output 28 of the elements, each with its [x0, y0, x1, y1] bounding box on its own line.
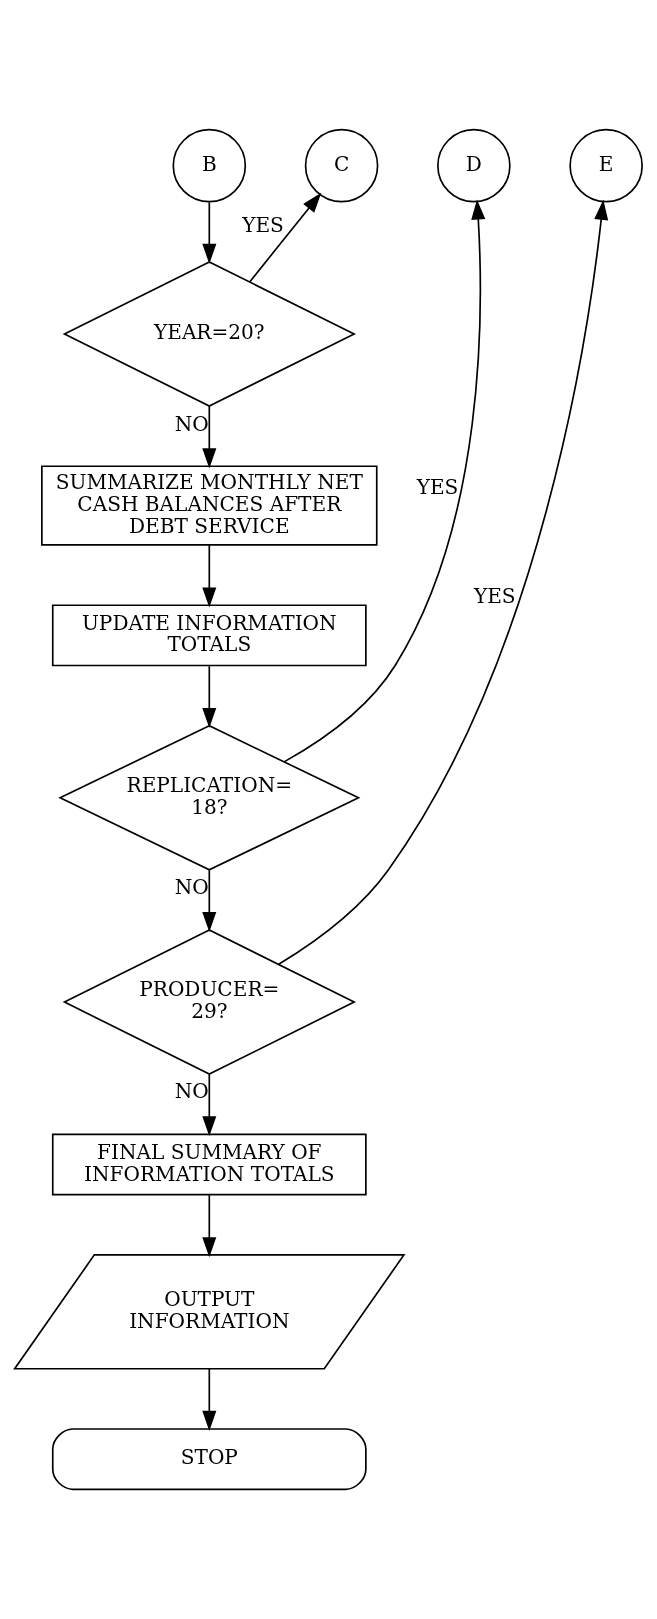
- edge-label: YES: [242, 213, 284, 238]
- node-circle: B: [172, 128, 247, 203]
- node-box: UPDATE INFORMATION TOTALS: [51, 604, 367, 667]
- edge-label: YES: [473, 584, 516, 609]
- node-box: SUMMARIZE MONTHLY NET CASH BALANCES AFTER DEBT SERVICE: [41, 465, 378, 546]
- node-diamond: YEAR=20?: [62, 261, 356, 407]
- arrow: [202, 1194, 217, 1258]
- arrow: [277, 199, 609, 966]
- node-circle: C: [304, 128, 379, 203]
- edge-label: YES: [416, 474, 459, 499]
- node-box: STOP: [51, 1428, 367, 1491]
- node-box: FINAL SUMMARY OF INFORMATION TOTALS: [51, 1133, 367, 1196]
- edge-label: NO: [174, 411, 209, 436]
- arrow: [202, 201, 217, 264]
- arrow: [202, 1367, 217, 1431]
- node-diamond: PRODUCER= 29?: [62, 929, 356, 1075]
- arrow: [202, 1073, 217, 1137]
- node-circle: D: [437, 128, 511, 203]
- node-circle: E: [569, 128, 643, 203]
- arrow: [202, 869, 217, 933]
- arrow: [202, 665, 217, 728]
- arrow: [202, 405, 217, 469]
- arrow: [202, 544, 217, 608]
- edge-label: NO: [174, 875, 209, 900]
- edge-label: NO: [174, 1079, 209, 1104]
- node-diamond: REPLICATION= 18?: [58, 724, 361, 871]
- arrow: [283, 199, 486, 763]
- arrow: [249, 192, 322, 283]
